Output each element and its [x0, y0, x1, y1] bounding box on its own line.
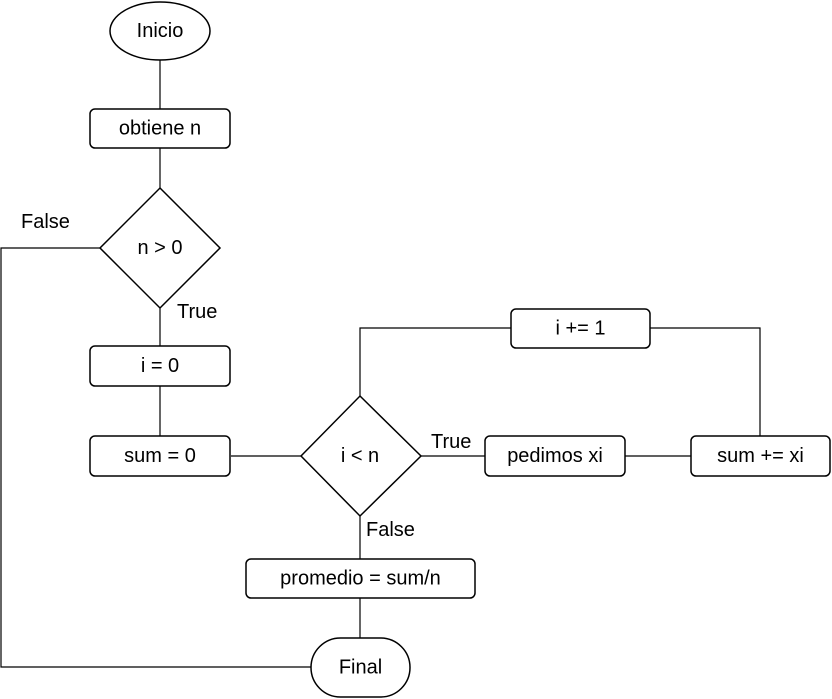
edge-label-n-false: False — [21, 211, 70, 233]
average-box: promedio = sum/n — [245, 558, 476, 599]
init-sum-box: sum = 0 — [89, 435, 231, 477]
edge-sumadd-iinc — [650, 327, 761, 436]
edge-iinc-cond-i — [359, 327, 511, 396]
init-sum-label: sum = 0 — [124, 445, 196, 467]
connectors — [0, 60, 761, 668]
average-label: promedio = sum/n — [280, 568, 441, 590]
start-terminal: Inicio — [109, 1, 211, 61]
decision-i-less-n: i < n — [299, 394, 423, 518]
edge-cond-n-false — [0, 247, 311, 668]
increment-i-box: i += 1 — [510, 308, 651, 349]
decision-i-label: i < n — [341, 445, 379, 467]
edge-label-n-true: True — [177, 301, 217, 323]
input-xi-box: pedimos xi — [484, 435, 626, 477]
decision-n-label: n > 0 — [137, 237, 182, 259]
init-i-box: i = 0 — [89, 345, 231, 387]
increment-i-label: i += 1 — [555, 318, 605, 340]
input-n-box: obtiene n — [89, 108, 231, 149]
edge-label-i-true: True — [431, 431, 471, 453]
start-label: Inicio — [137, 20, 184, 42]
accumulate-sum-label: sum += xi — [717, 445, 804, 467]
end-label: Final — [339, 657, 382, 679]
decision-n-positive: n > 0 — [98, 186, 222, 310]
input-n-label: obtiene n — [119, 118, 201, 140]
end-terminal: Final — [310, 637, 411, 698]
accumulate-sum-box: sum += xi — [690, 435, 831, 477]
edge-label-i-false: False — [366, 519, 415, 541]
init-i-label: i = 0 — [141, 355, 179, 377]
input-xi-label: pedimos xi — [507, 445, 603, 467]
